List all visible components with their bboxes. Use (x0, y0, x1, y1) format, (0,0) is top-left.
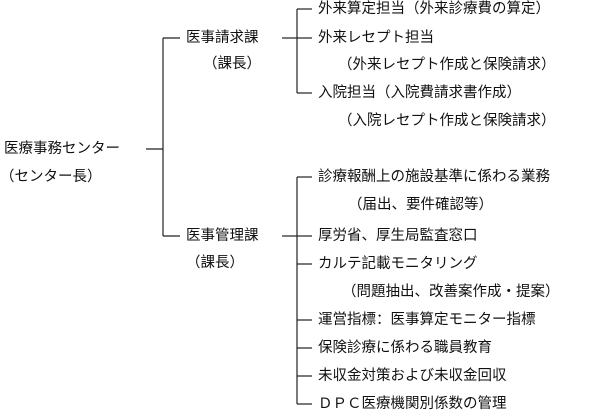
division1-duty3: 入院担当（入院費請求書作成） (318, 85, 521, 101)
division2-duty6: 未収金対策および未収金回収 (318, 368, 507, 384)
division2-duty2: 厚労省、厚生局監査窓口 (318, 228, 478, 244)
division2-duty4: 運営指標：医事算定モニター指標 (318, 312, 536, 328)
division2-duty3: カルテ記載モニタリング (318, 256, 478, 272)
division1-duty2: 外来レセプト担当 (318, 30, 434, 46)
center-head: （センター長） (0, 169, 102, 185)
division1-duty1: 外来算定担当（外来診療費の算定） (318, 1, 550, 17)
division1-head: （課長） (203, 56, 261, 72)
division2-duty7: ＤＰＣ医療機関別係数の管理 (318, 396, 507, 412)
center-name: 医療事務センター (4, 141, 120, 157)
division1-duty3-sub: （入院レセプト作成と保険請求） (338, 113, 556, 129)
division2-duty3-sub: （問題抽出、改善案作成・提案） (342, 284, 560, 300)
division2-duty1: 診療報酬上の施設基準に係わる業務 (318, 169, 550, 185)
division2-head: （課長） (186, 255, 244, 271)
division1-name: 医事請求課 (186, 30, 259, 46)
division2-duty5: 保険診療に係わる職員教育 (318, 340, 492, 356)
division1-duty2-sub: （外来レセプト作成と保険請求） (338, 57, 556, 73)
division2-duty1-sub: （届出、要件確認等） (348, 197, 493, 213)
division2-name: 医事管理課 (186, 228, 259, 244)
